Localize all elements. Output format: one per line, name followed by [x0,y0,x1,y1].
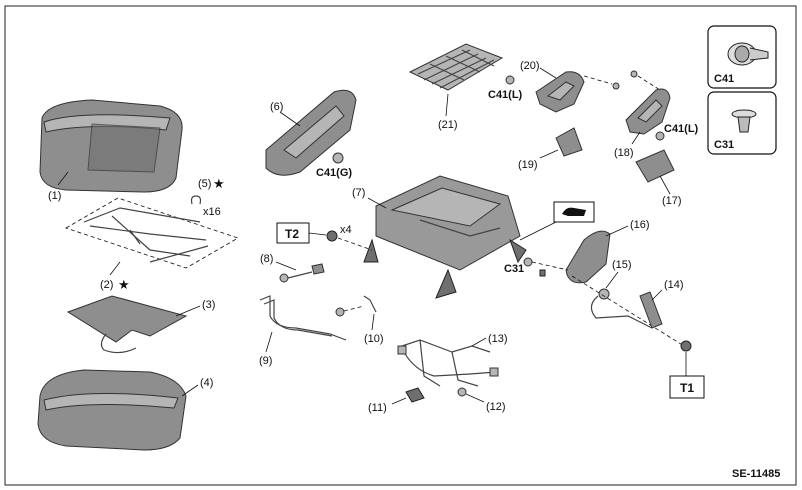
label-part-13: (13) [488,333,508,345]
label-t1: T1 [680,381,694,395]
screw-upper-icon [612,82,620,90]
label-part-18: (18) [614,147,634,159]
part-7-seat-frame [363,175,527,299]
bolt-t2-icon [326,230,338,242]
part-17-bracket [635,149,675,183]
qty-t2: x4 [340,224,352,236]
screw-top-right-icon [630,70,638,78]
label-t2: T2 [285,227,299,241]
star-part-2: ★ [118,277,130,292]
label-c41g: C41(G) [316,167,352,179]
label-part-3: (3) [202,299,215,311]
part-18-side-bracket [625,88,671,135]
part-21-wire-mat [408,43,504,91]
label-part-20: (20) [520,60,540,72]
label-c41-legend: C41 [714,73,734,85]
diagram-id: SE-11485 [732,468,780,480]
label-part-11: (11) [368,402,387,414]
part-4-cushion-pad [37,369,187,451]
part-6-side-cover [265,89,357,176]
part-13-harness [397,339,499,387]
part-20-bracket [535,71,585,113]
part-3-heater-pad [66,295,188,354]
clip-legend-c31: C31 [707,91,777,155]
part-11-connector [405,387,425,403]
nut-t1-icon [680,340,692,352]
clip-c41l-left-icon [505,75,515,85]
part-1-cushion-cover [39,99,183,193]
label-c41l-right: C41(L) [664,123,699,135]
label-part-12: (12) [486,401,506,413]
label-part-9: (9) [259,355,272,367]
part-8-bolt [279,263,325,283]
part-2-spring-set [65,197,239,269]
part-15-washer [598,288,610,300]
part-14-buckle [590,291,663,329]
label-part-5: (5) [198,178,211,190]
part-12-connector [457,387,467,397]
label-part-14: (14) [664,279,684,291]
label-c41l: C41(L) [488,89,523,101]
part-10-bolt [335,295,377,317]
torque-box-t1 [669,375,705,399]
label-part-15: (15) [612,259,632,271]
label-c31-legend: C31 [714,139,734,151]
connector-icon [562,207,586,216]
star-part-5: ★ [213,176,225,191]
part-5-clip [190,195,202,205]
label-c31: C31 [504,263,524,275]
qty-part-5: x16 [203,206,221,218]
label-part-16: (16) [630,219,650,231]
label-part-1: (1) [48,190,61,202]
label-part-21: (21) [438,119,458,131]
label-part-17: (17) [662,195,682,207]
clip-c31-icon [523,257,533,267]
part-16-recliner-cover [565,230,611,284]
clip-legend-c41: C41 [707,25,777,89]
label-part-7: (7) [352,187,365,199]
label-part-19: (19) [518,159,538,171]
label-part-4: (4) [200,377,213,389]
diagram-border [4,5,797,486]
clip-c41l-right-icon [655,131,665,141]
label-part-8: (8) [260,253,273,265]
label-part-2: (2) [100,279,113,291]
part-9-wire-rod [259,295,347,341]
clip-c41g-icon [332,152,344,164]
label-part-6: (6) [270,101,283,113]
nut-icon [539,269,546,277]
label-part-10: (10) [364,333,384,345]
part-19-bracket [555,127,583,157]
